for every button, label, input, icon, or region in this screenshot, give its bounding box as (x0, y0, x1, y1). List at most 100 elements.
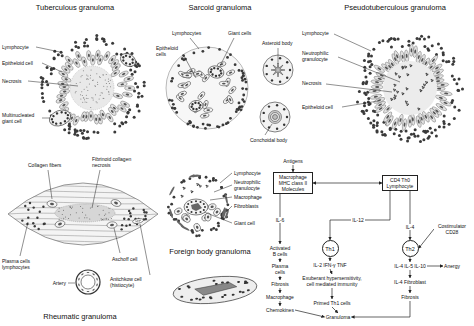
cell-body (408, 115, 412, 127)
wall-nucleus (81, 288, 84, 291)
lymphocyte (63, 128, 66, 131)
lymphocyte (82, 136, 85, 139)
lymphocyte (46, 83, 49, 86)
lymphocyte (442, 51, 445, 54)
necrosis-debris (82, 208, 83, 209)
lymphocyte (453, 105, 456, 108)
lymphocyte (173, 196, 176, 199)
cell-body (123, 76, 134, 83)
rheumatic-granuloma (8, 183, 158, 294)
node-text: IL-2 IFN-γ TNF (313, 262, 346, 268)
lymphocyte (68, 124, 71, 127)
necrosis-debris (99, 99, 100, 100)
flow-text: Chemokines (265, 306, 295, 314)
lymphocyte (407, 40, 410, 43)
lymphocyte (124, 121, 127, 124)
fibroblast-body (224, 194, 228, 204)
node-text: Costimulator CD28 (435, 223, 469, 235)
leader-line (36, 47, 60, 52)
giant-cell-nucleus (66, 117, 69, 120)
necrosis-debris (103, 74, 104, 75)
giant-cell (47, 107, 73, 129)
cell-circle: Th1 (322, 240, 339, 257)
neutrophil-lobe (183, 188, 185, 190)
lymphocyte (125, 115, 128, 118)
necrosis-debris (106, 218, 107, 219)
part-label: Asteroid body (262, 40, 298, 46)
lymphocyte (85, 38, 88, 41)
leader-line (338, 57, 400, 82)
neutrophil-lobe (402, 68, 404, 70)
node-text: Macrophage (266, 294, 294, 300)
lymphocyte (136, 105, 139, 108)
part-label: Neutrophilic granulocyte (302, 50, 336, 62)
part-label: Collagen fibers (28, 162, 66, 168)
lymphocyte (452, 57, 455, 60)
cell-nucleus (377, 99, 382, 102)
neutrophil-lobe (406, 89, 408, 91)
necrosis-debris (103, 98, 104, 99)
cell-nucleus (222, 83, 226, 85)
cell-body (370, 93, 383, 100)
leader-line (220, 173, 232, 183)
giant-cell-nucleus (195, 212, 197, 214)
leader-line (42, 63, 62, 72)
lymphocyte (120, 121, 123, 124)
giant-cell-nucleus (202, 296, 205, 298)
cell-body (122, 92, 133, 98)
cell-nucleus (95, 117, 97, 121)
cell-body (193, 222, 202, 232)
neutrophil-lobe (419, 89, 421, 91)
lymphocyte (192, 124, 195, 127)
neutrophil-lobe (199, 186, 201, 188)
giant-cell-nucleus (51, 121, 54, 124)
cell-nucleus (229, 98, 232, 102)
wall-nucleus (87, 272, 90, 273)
necrosis-debris (80, 82, 81, 83)
cell-body (393, 50, 401, 63)
lymphocyte (191, 229, 194, 232)
lymphocyte (390, 37, 393, 40)
neutrophil-lobe (411, 65, 413, 67)
epitheloid-cell (123, 76, 134, 83)
cell-body (226, 95, 234, 105)
necrosis-debris (108, 79, 109, 80)
epitheloid-cell (93, 114, 99, 124)
neutrophil-lobe (425, 81, 427, 83)
neutrophil-lobe (395, 72, 397, 74)
cell-nucleus (286, 61, 288, 63)
cell-body (183, 73, 192, 78)
neutrophil (425, 81, 428, 84)
cell-nucleus (82, 115, 85, 119)
neutrophil-lobe (403, 66, 405, 68)
cell-nucleus (116, 94, 120, 97)
wall-nucleus (96, 278, 98, 281)
giant-cell-nucleus (131, 58, 134, 61)
lymphocyte (452, 60, 455, 63)
cell-body (93, 114, 99, 124)
node-text: Th2 (405, 246, 414, 252)
lymphocyte (204, 127, 207, 130)
cell-circle: Th2 (402, 240, 419, 257)
cell-nucleus (67, 58, 71, 62)
necrosis-debris (84, 89, 85, 90)
neutrophil-lobe (407, 75, 409, 77)
lymphocyte (43, 222, 45, 224)
connector-arrow (295, 310, 325, 317)
cell-body (110, 69, 121, 78)
neutrophil-lobe (406, 66, 408, 68)
process-box: Macrophage MHC class II Molecules (273, 172, 313, 194)
neutrophil-lobe (206, 186, 208, 188)
cell-body (182, 81, 192, 90)
panel-title: Pseudotuberculous granuloma (330, 3, 460, 12)
leader-lines (20, 34, 400, 283)
cell-nucleus (432, 111, 436, 115)
lymphocyte (79, 129, 82, 132)
lymphocyte (174, 107, 177, 110)
cell-nucleus (286, 116, 288, 118)
neutrophil-lobe (426, 82, 428, 84)
neutrophil (423, 83, 426, 86)
lymphocyte (41, 96, 44, 99)
lymphocyte (193, 52, 196, 55)
neutrophil (190, 190, 193, 193)
